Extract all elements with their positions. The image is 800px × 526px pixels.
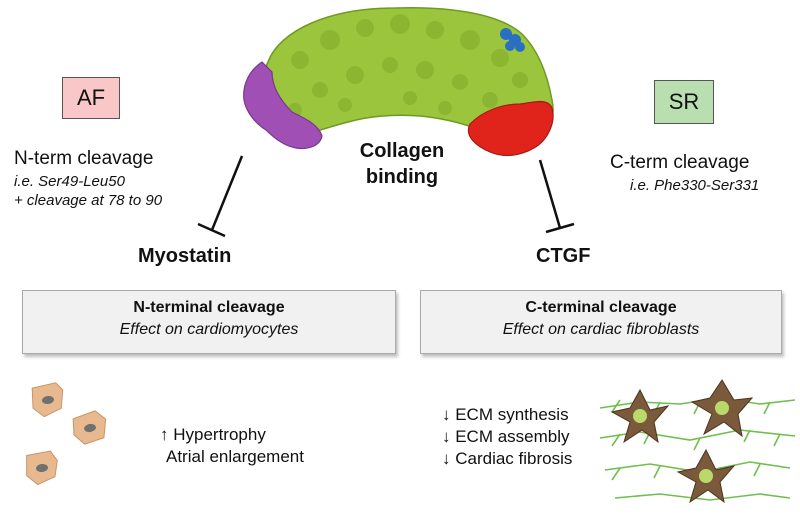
effect-item: ↓ ECM assembly [442,427,570,446]
effect-item: ↓ ECM synthesis [442,405,569,424]
fibroblast-network [599,379,796,504]
collagen-binding-label: Collagen binding [342,138,462,190]
inhibition-arrow-left [197,155,244,238]
n-terminal-panel-subtitle: Effect on cardiomyocytes [119,321,299,338]
n-terminal-panel-title: N-terminal cleavage [133,299,285,316]
effect-item: ↑ Hypertrophy [160,425,266,444]
af-tag-box: AF [62,77,120,119]
ctgf-label: CTGF [536,245,591,267]
n-terminal-effects: ↑ Hypertrophy Atrial enlargement [160,424,304,468]
fibroblast-icon [676,448,736,504]
collagen-binding-line1: Collagen [359,140,445,162]
c-term-cleavage-title: C-term cleavage [610,152,750,173]
effect-item: ↓ Cardiac fibrosis [442,449,573,468]
c-terminal-panel: C-terminal cleavage Effect on cardiac fi… [420,290,782,354]
cardiomyocyte-icon [26,450,58,486]
fibroblast-icon [690,379,754,438]
n-term-cleavage-title: N-term cleavage [14,148,154,169]
blue-patch [500,28,525,52]
c-terminal-effects: ↓ ECM synthesis ↓ ECM assembly ↓ Cardiac… [442,404,572,470]
c-terminal-region [467,100,554,157]
n-terminal-panel: N-terminal cleavage Effect on cardiomyoc… [22,290,396,354]
protein-structure [243,6,554,157]
myostatin-label: Myostatin [138,245,232,267]
n-term-cleavage-extra: + cleavage at 78 to 90 [14,192,163,209]
c-terminal-panel-title: C-terminal cleavage [525,299,677,316]
n-term-cleavage-site: i.e. Ser49-Leu50 [14,173,125,190]
c-terminal-panel-subtitle: Effect on cardiac fibroblasts [502,321,700,338]
sr-tag-label: SR [668,89,700,114]
cardiomyocyte-cells [26,382,107,486]
af-tag-label: AF [76,85,106,110]
cardiomyocyte-icon [31,382,64,418]
surface-texture [288,14,528,117]
sr-tag-box: SR [654,80,714,124]
effect-item: Atrial enlargement [166,447,304,466]
inhibition-arrow-right [538,159,575,234]
collagen-binding-line2: binding [365,166,439,188]
c-term-cleavage-site: i.e. Phe330-Ser331 [630,177,760,194]
fibroblast-icon [610,388,670,444]
n-terminal-region [243,61,323,150]
cardiomyocyte-icon [72,410,107,445]
